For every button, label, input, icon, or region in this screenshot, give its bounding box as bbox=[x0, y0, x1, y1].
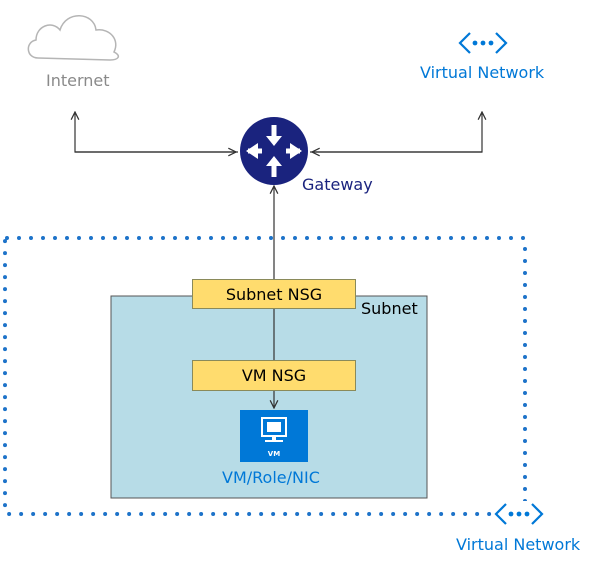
connectors bbox=[75, 112, 482, 408]
vm-nsg-label: VM NSG bbox=[241, 366, 307, 385]
vm-monitor-icon bbox=[240, 410, 308, 462]
vnet-icon-bottom bbox=[492, 501, 546, 527]
gateway-label: Gateway bbox=[302, 175, 373, 194]
subnet-label: Subnet bbox=[361, 299, 418, 318]
subnet-nsg-label: Subnet NSG bbox=[225, 284, 323, 304]
subnet-nsg-box: Subnet NSG bbox=[192, 279, 356, 309]
virtual-network-top-label: Virtual Network bbox=[420, 63, 545, 82]
subnet-box bbox=[110, 295, 428, 499]
router-icon bbox=[240, 117, 308, 185]
vm-badge-label: VM bbox=[267, 450, 281, 458]
internet-label: Internet bbox=[46, 71, 110, 90]
vm-role-nic-label: VM/Role/NIC bbox=[222, 468, 320, 487]
vm-nsg-box: VM NSG bbox=[192, 360, 356, 391]
vnet-icon bbox=[458, 32, 508, 54]
cloud-icon bbox=[27, 15, 120, 61]
virtual-network-bottom-label: Virtual Network bbox=[456, 535, 581, 554]
